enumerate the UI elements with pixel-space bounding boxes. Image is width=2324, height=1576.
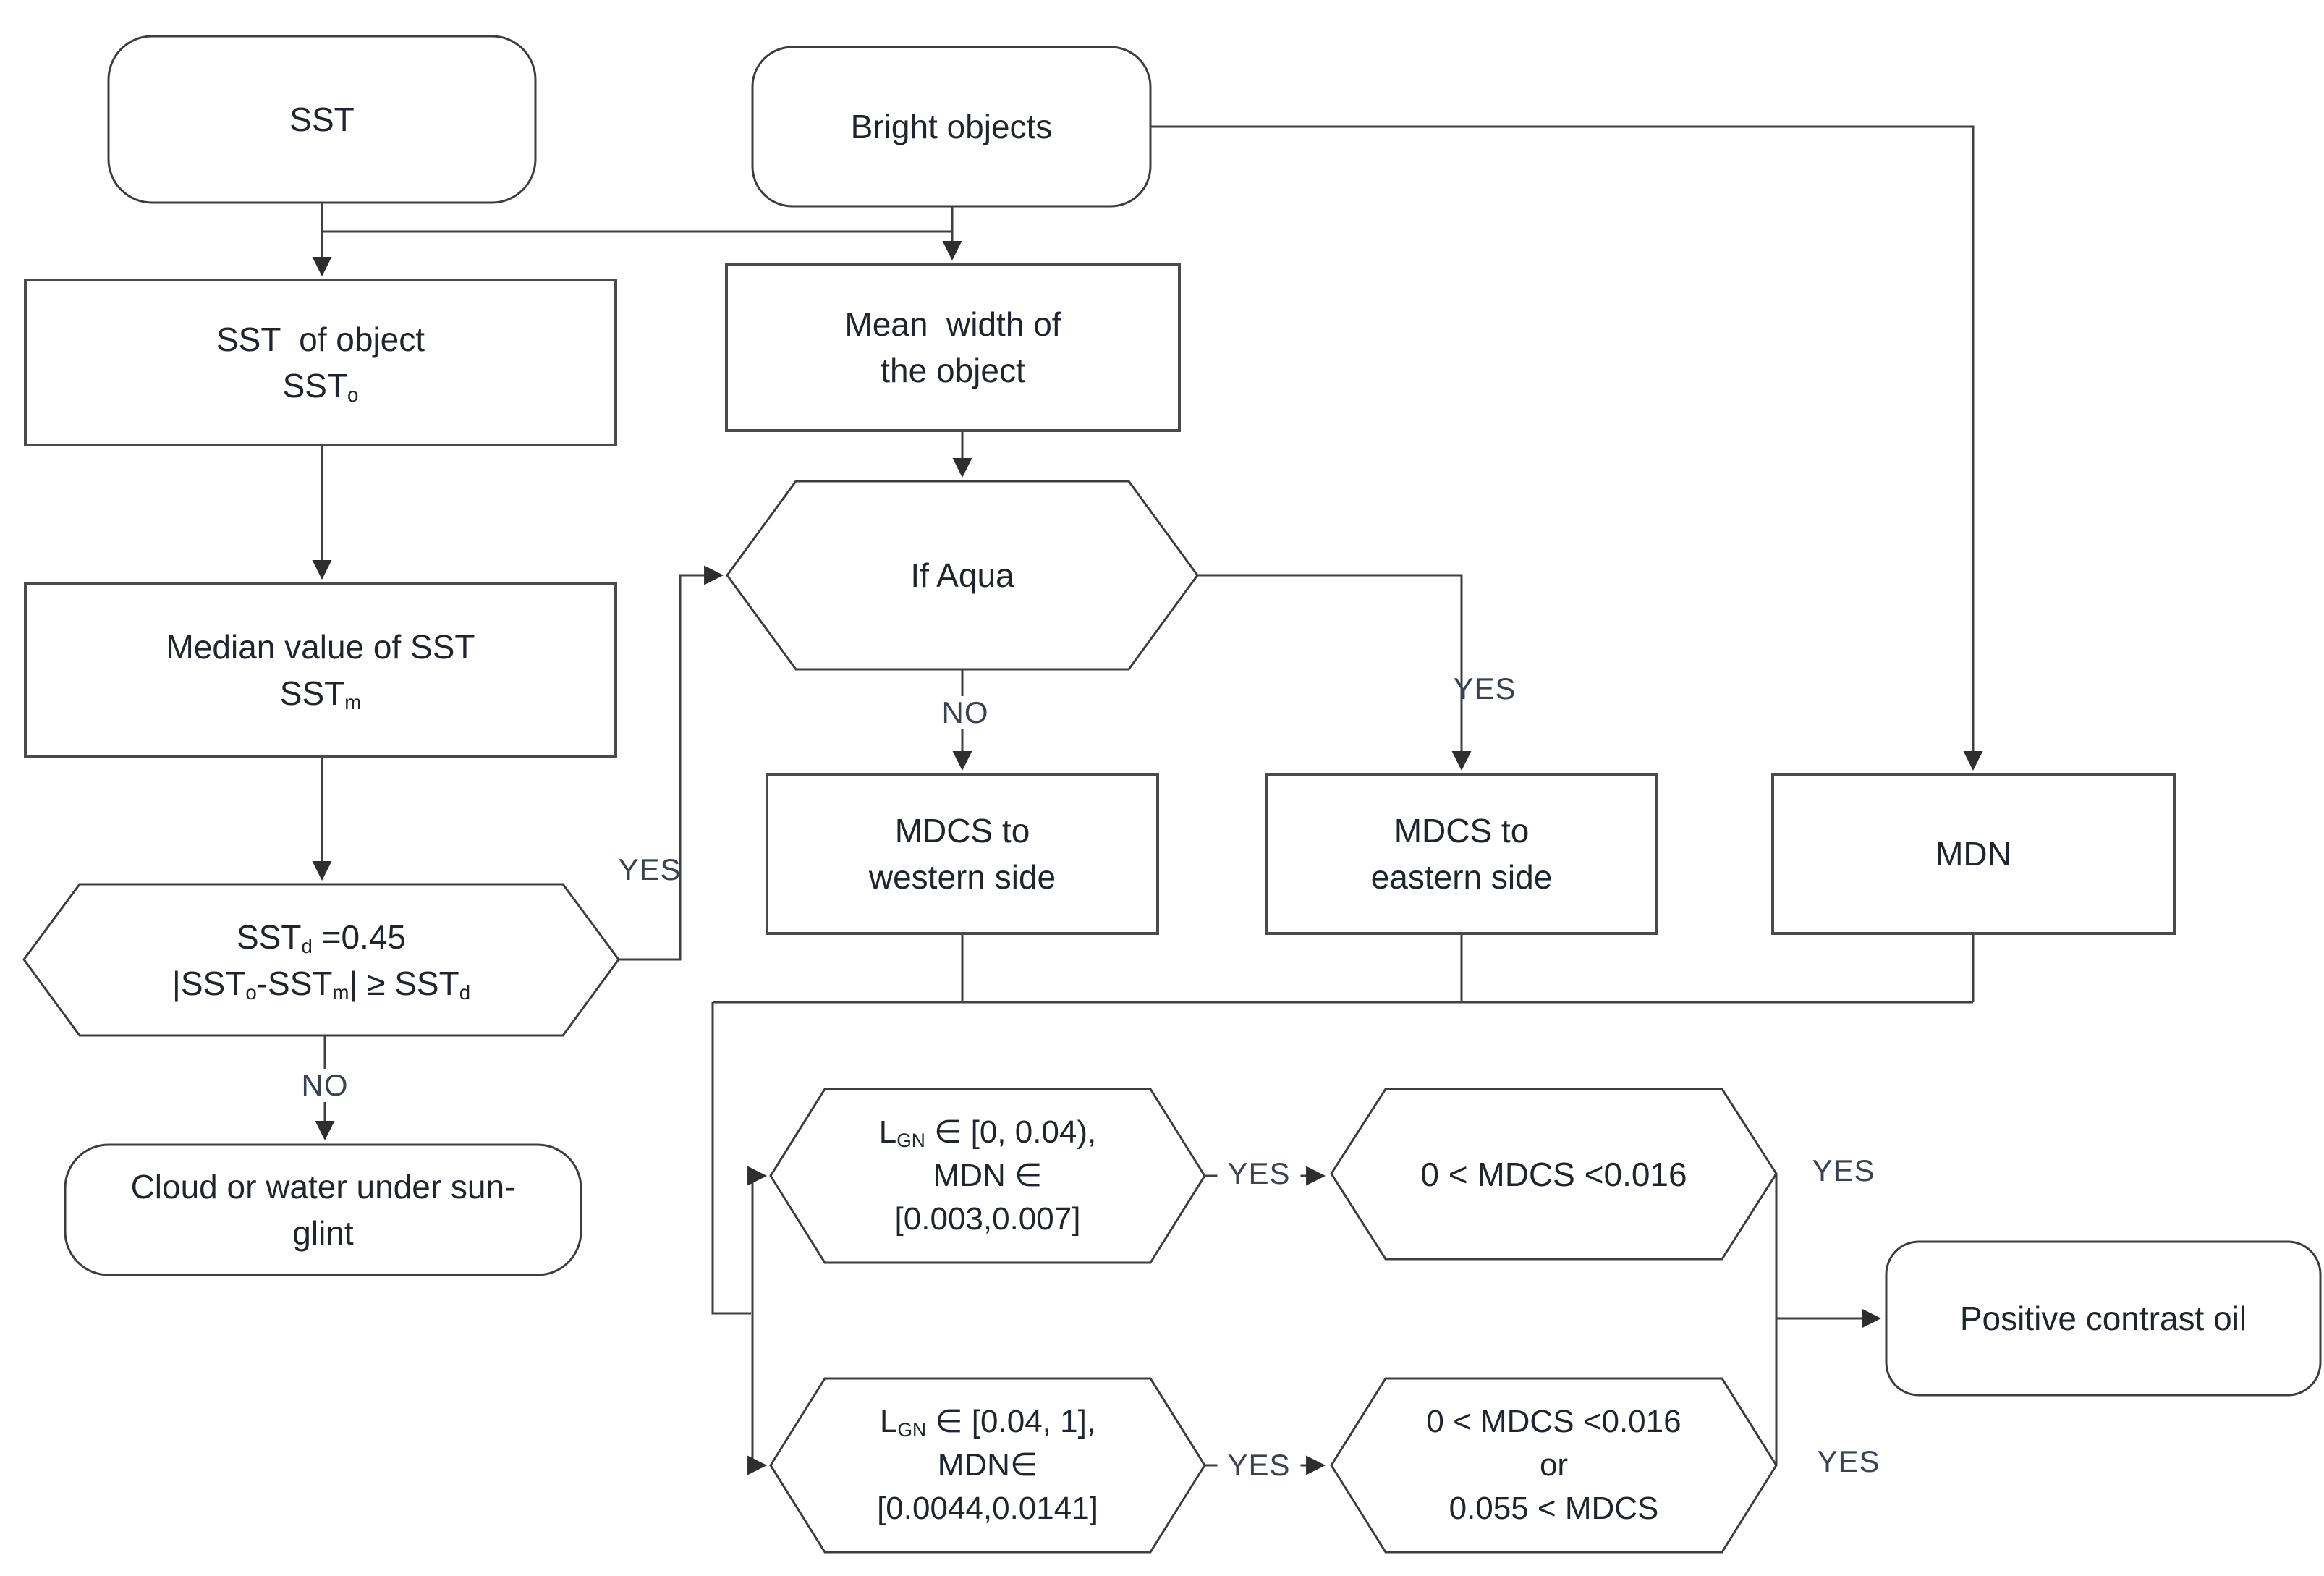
- lgn1-line2: MDN ∈: [933, 1158, 1043, 1193]
- lgn2-line2: MDN∈: [937, 1447, 1038, 1483]
- mdcs-cond1-line1: 0 < MDCS <0.016: [1420, 1155, 1687, 1193]
- decision-mdcs-cond1: 0 < MDCS <0.016: [1331, 1089, 1776, 1259]
- process-mdn: MDN: [1773, 774, 2174, 933]
- edge-label-yes-mdcscond1: YES: [1812, 1153, 1875, 1187]
- terminal-positive-oil-shape: [1885, 1240, 2322, 1397]
- mean-width-line1: Mean width of: [844, 305, 1061, 343]
- decision-mdcs-cond1-shape: [1330, 1088, 1778, 1261]
- process-mdcs-west-shape: [766, 773, 1159, 935]
- process-sst-of-object: SST of object SSTo: [25, 280, 616, 445]
- process-mean-width-shape: [725, 263, 1181, 432]
- process-mdcs-east: MDCS to eastern side: [1266, 774, 1657, 933]
- terminal-cloud-shape: [64, 1143, 582, 1276]
- median-line2: SSTm: [279, 674, 362, 713]
- cloud-line1: Cloud or water under sun-: [130, 1168, 516, 1206]
- process-mean-width: Mean width of the object: [726, 264, 1179, 431]
- mdcs-west-line1: MDCS to: [894, 812, 1030, 850]
- sst-of-object-line2: SSTo: [282, 367, 359, 407]
- terminal-bright-objects-label: Bright objects: [850, 108, 1053, 145]
- decision-mdcs-cond2-shape: [1330, 1377, 1778, 1554]
- decision-mdcs-cond2: 0 < MDCS <0.016 or 0.055 < MDCS: [1331, 1378, 1776, 1552]
- mdcs-cond2-line2: or: [1539, 1447, 1569, 1483]
- lgn2-line3: [0.0044,0.0141]: [877, 1491, 1098, 1526]
- edge-label-yes-lgn2: YES: [1217, 1449, 1301, 1482]
- connector-ifaqua-yes-to-east: [1197, 574, 1472, 771]
- mdcs-east-line1: MDCS to: [1394, 812, 1530, 850]
- decision-if-aqua: If Aqua: [727, 481, 1197, 669]
- process-median: Median value of SST SSTm: [25, 583, 616, 756]
- mdn-label: MDN: [1935, 835, 2011, 873]
- lgn1-line1: LGN ∈ [0, 0.04),: [878, 1114, 1097, 1151]
- edge-label-yes-sstcond: YES: [618, 852, 682, 886]
- mdcs-west-line2: western side: [868, 858, 1056, 896]
- mdcs-cond2-line3: 0.055 < MDCS: [1449, 1491, 1659, 1526]
- edge-label-yes-mdcscond2: YES: [1817, 1444, 1880, 1478]
- terminal-bright-objects: Bright objects: [752, 47, 1150, 206]
- sst-threshold-line1: SSTd =0.45: [236, 918, 406, 957]
- connector-sstcond-yes-to-ifaqua: [619, 565, 724, 961]
- terminal-cloud: Cloud or water under sun- glint: [65, 1145, 581, 1275]
- cloud-line2: glint: [292, 1214, 354, 1252]
- process-mdcs-west: MDCS to western side: [767, 774, 1158, 933]
- edge-label-no-sstcond: NO: [291, 1069, 359, 1102]
- positive-oil-label: Positive contrast oil: [1959, 1300, 2247, 1337]
- lgn1-line3: [0.003,0.007]: [894, 1201, 1081, 1237]
- decision-lgn2-shape: [769, 1377, 1206, 1554]
- terminal-bright-objects-shape: [751, 46, 1152, 208]
- mdcs-cond2-line1: 0 < MDCS <0.016: [1426, 1404, 1681, 1439]
- decision-lgn1-shape: [769, 1088, 1206, 1264]
- mdcs-east-line2: eastern side: [1370, 858, 1553, 896]
- process-sst-of-object-shape: [24, 279, 617, 446]
- edge-label-no-ifaqua: NO: [931, 696, 999, 729]
- terminal-sst-label: SST: [289, 101, 355, 138]
- process-mdcs-east-shape: [1265, 773, 1658, 935]
- process-median-shape: [24, 582, 617, 758]
- decision-if-aqua-shape: [726, 480, 1199, 671]
- decision-sst-threshold-shape: [22, 883, 620, 1037]
- connector-bright-to-mdn: [1150, 125, 1983, 771]
- connector-feeder-vertical: [711, 1002, 751, 1315]
- median-line1: Median value of SST: [166, 627, 475, 666]
- sst-of-object-line1: SST of object: [216, 321, 425, 358]
- sst-threshold-line2: |SSTo-SSTm| ≥ SSTd: [171, 964, 471, 1004]
- edge-label-yes-lgn1: YES: [1217, 1157, 1301, 1190]
- decision-lgn1: LGN ∈ [0, 0.04), MDN ∈ [0.003,0.007]: [771, 1089, 1205, 1263]
- mean-width-line2: the object: [881, 352, 1025, 389]
- terminal-positive-oil: Positive contrast oil: [1886, 1242, 2320, 1395]
- process-mdn-shape: [1771, 773, 2176, 935]
- decision-sst-threshold: SSTd =0.45 |SSTo-SSTm| ≥ SSTd: [24, 884, 619, 1035]
- lgn2-line1: LGN ∈ [0.04, 1],: [879, 1404, 1096, 1441]
- decision-lgn2: LGN ∈ [0.04, 1], MDN∈ [0.0044,0.0141]: [771, 1378, 1205, 1552]
- if-aqua-label: If Aqua: [910, 556, 1014, 594]
- terminal-sst-shape: [107, 35, 537, 204]
- edge-label-yes-ifaqua: YES: [1453, 672, 1517, 706]
- terminal-sst: SST: [109, 36, 535, 203]
